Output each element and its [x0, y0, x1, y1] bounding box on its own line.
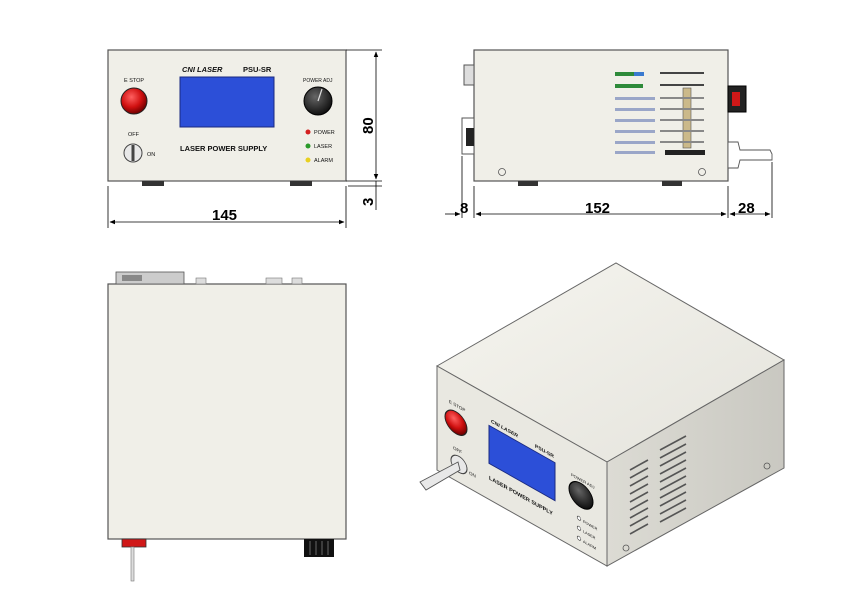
front-height-dim-text: 80: [360, 117, 377, 134]
iso-vents: [629, 435, 687, 535]
front-title-label: LASER POWER SUPPLY: [180, 144, 267, 153]
iso-key-off-label: OFF: [453, 445, 462, 456]
front-model-label: PSU-SR: [243, 65, 272, 74]
top-panel: [107, 283, 347, 540]
side-foot-right: [662, 181, 682, 186]
front-view: CNI LASER PSU-SR E STOP POWER ADJ OFF ON…: [107, 49, 382, 228]
front-foot-right: [290, 181, 312, 186]
indicator-alarm-label: ALARM: [314, 158, 333, 164]
top-rear-part-a: [195, 277, 207, 285]
iso-screw-rear: [763, 462, 771, 470]
indicator-laser-label: LASER: [314, 144, 332, 150]
front-foot-dim-text: 3: [360, 198, 377, 206]
side-front-dim-text: 8: [460, 200, 468, 217]
iso-led-power: [576, 515, 582, 521]
side-dimension-lines: [445, 156, 773, 218]
front-display: [179, 76, 275, 128]
indicator-alarm-led: [305, 157, 311, 163]
front-width-dim-text: 145: [212, 207, 237, 224]
top-key-stem: [130, 546, 135, 582]
top-knob-ridges: [309, 541, 329, 555]
front-width-dimension: [107, 186, 347, 228]
side-front-knob: [463, 64, 475, 86]
front-estop-label: E STOP: [124, 78, 144, 84]
side-length-dim-text: 152: [585, 200, 610, 217]
top-view: [107, 271, 347, 582]
front-power-adj-label: POWER ADJ: [303, 78, 333, 84]
side-view: 8 152 28: [445, 49, 773, 218]
side-front-switch-dark: [466, 128, 474, 146]
front-foot-left: [142, 181, 164, 186]
front-brand-label: CNI LASER: [182, 65, 223, 74]
side-rear-connector: [727, 141, 773, 169]
side-vents: [615, 72, 705, 155]
key-switch-slot: [131, 145, 135, 161]
iso-estop-button: [444, 409, 468, 436]
power-adj-knob-indicator: [317, 88, 323, 102]
top-knob: [304, 539, 334, 557]
side-screw-right: [698, 168, 706, 176]
indicator-power-led: [305, 129, 311, 135]
iso-view: E STOP CNI LASER PSU-SR OFF ON LASER POW…: [419, 262, 786, 567]
iso-led-alarm: [576, 535, 582, 541]
side-foot-left: [518, 181, 538, 186]
top-rear-connector-detail: [122, 275, 142, 281]
front-key-off-label: OFF: [128, 132, 140, 138]
iso-led-laser: [576, 525, 582, 531]
iso-screw-front: [622, 544, 630, 552]
iso-display: [488, 424, 556, 502]
top-rear-part-b: [265, 277, 283, 285]
side-screw-left: [498, 168, 506, 176]
front-key-on-label: ON: [147, 152, 155, 158]
indicator-power-label: POWER: [314, 130, 335, 136]
side-rear-switch-red: [732, 92, 740, 106]
iso-key: [419, 461, 461, 491]
side-rear-dim-text: 28: [738, 200, 755, 217]
iso-power-knob: [568, 481, 594, 510]
estop-button[interactable]: [120, 87, 148, 115]
front-height-dimension: [346, 49, 382, 210]
iso-key-on-label: ON: [469, 470, 476, 480]
top-rear-part-c: [291, 277, 303, 285]
iso-indicator-laser: LASER: [583, 529, 595, 541]
indicator-laser-led: [305, 143, 311, 149]
top-estop: [121, 538, 147, 548]
